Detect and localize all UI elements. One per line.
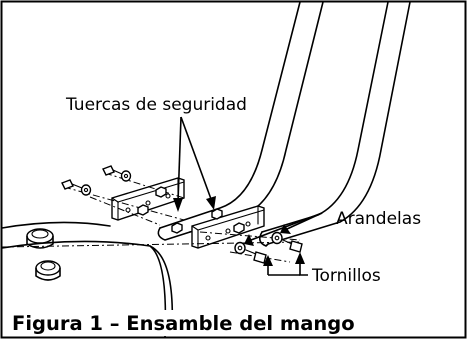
- lock-nuts-label: Tuercas de seguridad: [65, 95, 247, 115]
- caption-background: [10, 310, 310, 336]
- callout-washers: Arandelas: [244, 209, 421, 246]
- bolt-set-left: [61, 165, 132, 196]
- callout-bolts: Tornillos: [263, 252, 381, 286]
- left-bracket: [111, 177, 185, 221]
- bolts-label: Tornillos: [311, 266, 381, 286]
- bolts-right: [245, 239, 303, 264]
- lock-nuts: [137, 186, 245, 234]
- washers-label: Arandelas: [336, 209, 421, 229]
- figure-caption: Figura 1 – Ensamble del mango: [12, 312, 355, 335]
- callout-lock-nuts: Tuercas de seguridad: [65, 95, 247, 212]
- right-bracket: [191, 205, 265, 249]
- washers-right: [234, 231, 283, 255]
